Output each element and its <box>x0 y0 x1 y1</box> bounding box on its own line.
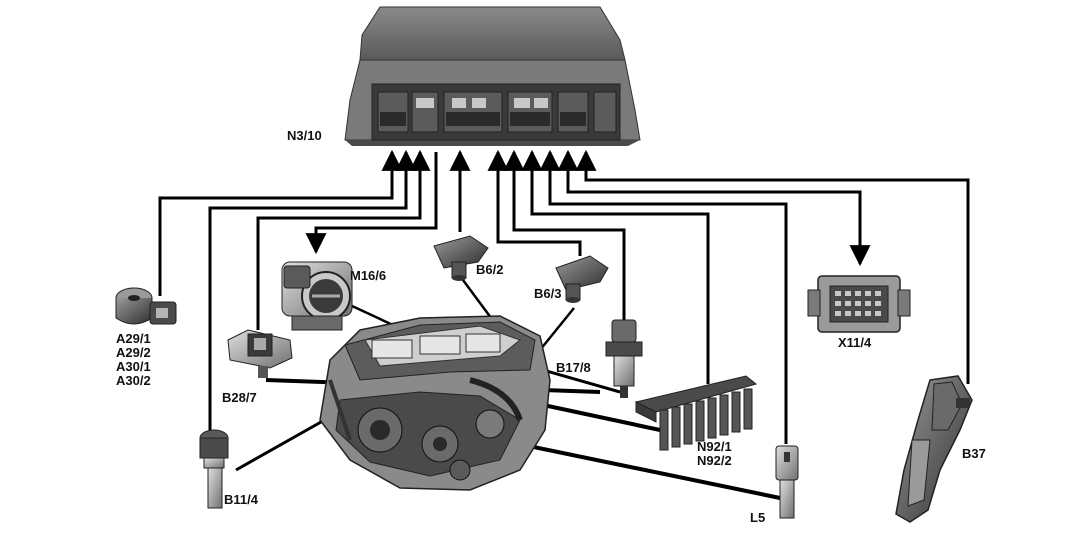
label-camshaft-sensor-2: B6/3 <box>534 286 562 301</box>
label-ecu: N3/10 <box>287 128 322 143</box>
diagnostic-connector-image <box>807 275 911 333</box>
label-knock-sensor-a30-1: A30/1 <box>116 359 151 374</box>
label-ignition-modules: N92/1 N92/2 <box>697 440 732 468</box>
wire-pedal <box>575 149 970 384</box>
throttle-actuator-image <box>281 261 353 331</box>
label-knock-sensor-a29-1: A29/1 <box>116 331 151 346</box>
label-oil-sensor: B17/8 <box>556 360 591 375</box>
label-pressure-sensor: B28/7 <box>222 390 257 405</box>
camshaft-sensor-2-image <box>555 255 609 303</box>
camshaft-sensor-1-image <box>433 235 489 281</box>
label-ignition-module-2: N92/2 <box>697 453 732 468</box>
label-ignition-module-1: N92/1 <box>697 439 732 454</box>
wire-pressure-sensor <box>256 149 431 330</box>
oil-sensor-image <box>605 319 643 398</box>
coolant-sensor-image <box>199 429 229 509</box>
ignition-modules-image <box>634 375 758 451</box>
label-crankshaft-sensor: L5 <box>750 510 766 525</box>
wire-diagnostic <box>557 149 871 267</box>
label-knock-sensor-a29-2: A29/2 <box>116 345 151 360</box>
wire-knock-sensors <box>158 149 403 296</box>
label-knock-sensor-a30-2: A30/2 <box>116 373 151 388</box>
pedal-sensor-image <box>895 375 973 523</box>
engine-image <box>319 315 551 491</box>
pressure-sensor-image <box>227 329 293 378</box>
label-knock-sensors: A29/1 A29/2 A30/1 A30/2 <box>116 332 151 388</box>
label-camshaft-sensor-1: B6/2 <box>476 262 504 277</box>
crankshaft-sensor-image <box>775 445 799 519</box>
wire-throttle <box>305 152 438 255</box>
wiring-harness <box>158 149 970 444</box>
label-coolant-sensor: B11/4 <box>224 492 258 507</box>
label-diagnostic-connector: X11/4 <box>838 335 872 350</box>
ecu-control-unit <box>344 6 641 146</box>
wire-coolant-sensor <box>208 149 417 430</box>
label-pedal-sensor: B37 <box>962 446 986 461</box>
knock-sensor-image <box>115 287 177 325</box>
label-throttle: M16/6 <box>350 268 387 283</box>
